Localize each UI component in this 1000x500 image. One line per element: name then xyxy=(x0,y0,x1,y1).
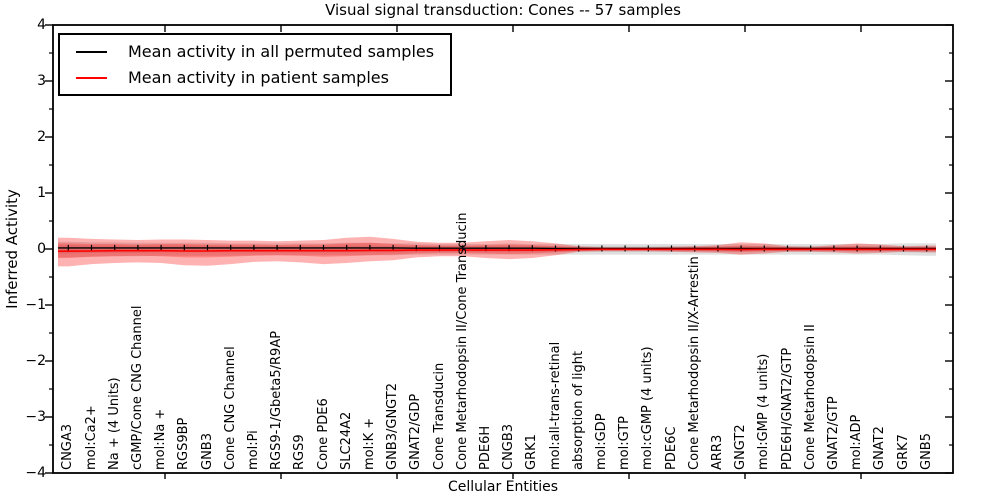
x-tick-label: mol:GMP (4 units) xyxy=(756,353,772,470)
x-tick-label: mol:Na + xyxy=(153,408,169,470)
x-tick-label: Cone PDE6 xyxy=(315,398,331,470)
y-tick-label: 2 xyxy=(37,129,46,145)
x-tick-label: ARR3 xyxy=(709,434,725,470)
x-tick-label: GNAT2/GDP xyxy=(408,393,424,470)
x-tick-label: mol:all-trans-retinal xyxy=(547,341,563,470)
x-tick-label: CNGA3 xyxy=(60,423,76,470)
x-tick-label: Cone CNG Channel xyxy=(222,346,238,470)
x-tick-label: Cone Metarhodopsin II/Cone Transducin xyxy=(454,212,470,471)
y-tick-label: −1 xyxy=(25,297,46,313)
legend-label: Mean activity in all permuted samples xyxy=(128,42,435,61)
y-tick-label: 0 xyxy=(37,241,46,257)
legend-entry-permuted: Mean activity in all permuted samples xyxy=(72,42,434,61)
x-tick-label: Na + (4 Units) xyxy=(106,377,122,470)
x-tick-label: mol:GDP xyxy=(593,413,609,470)
legend-line-patient-icon xyxy=(76,76,107,79)
x-tick-label: mol:Ca2+ xyxy=(83,405,99,470)
legend-entry-patient: Mean activity in patient samples xyxy=(72,68,434,87)
y-tick-label: −3 xyxy=(25,409,46,425)
legend-line-permuted-icon xyxy=(76,50,107,53)
chart-title: Visual signal transduction: Cones -- 57 … xyxy=(325,1,681,19)
x-tick-label: absorption of light xyxy=(570,350,586,470)
x-tick-label: RGS9BP xyxy=(176,417,192,470)
x-tick-label: RGS9-1/Gbeta5/R9AP xyxy=(269,330,285,470)
x-tick-label: CNGB3 xyxy=(501,423,517,470)
legend: Mean activity in all permuted samples Me… xyxy=(58,33,453,96)
x-tick-label: PDE6C xyxy=(663,426,679,470)
y-tick-label: −2 xyxy=(25,353,46,369)
x-tick-label: mol:ADP xyxy=(849,414,865,470)
x-tick-label: Cone Transducin xyxy=(431,362,447,470)
x-tick-label: Cone Metarhodopsin II xyxy=(802,324,818,470)
x-tick-label: mol:GTP xyxy=(617,416,633,470)
x-tick-label: GRK1 xyxy=(524,434,540,470)
x-tick-label: GNB5 xyxy=(918,433,934,470)
x-tick-label: mol:K + xyxy=(361,417,377,470)
y-tick-label: 1 xyxy=(37,185,46,201)
x-tick-label: mol:Pi xyxy=(245,430,261,470)
x-tick-label: GNAT2/GTP xyxy=(825,396,841,470)
x-tick-label: GNB3 xyxy=(199,433,215,470)
x-axis-label: Cellular Entities xyxy=(447,479,559,495)
x-tick-label: GNAT2 xyxy=(872,426,888,470)
x-tick-label: PDE6H xyxy=(477,425,493,470)
x-tick-label: SLC24A2 xyxy=(338,411,354,470)
y-tick-label: −4 xyxy=(25,465,46,481)
x-tick-label: PDE6H/GNAT2/GTP xyxy=(779,347,795,470)
x-tick-label: mol:cGMP (4 units) xyxy=(640,346,656,470)
x-tick-label: cGMP/Cone CNG Channel xyxy=(129,305,145,470)
x-tick-label: GRK7 xyxy=(895,434,911,470)
legend-label: Mean activity in patient samples xyxy=(128,68,389,87)
x-tick-label: GNGT2 xyxy=(733,424,749,470)
y-tick-label: 4 xyxy=(37,17,46,33)
x-tick-label: Cone Metarhodopsin II/X-Arrestin xyxy=(686,256,702,470)
x-tick-label: GNB3/GNGT2 xyxy=(385,383,401,470)
x-tick-label: RGS9 xyxy=(292,434,308,470)
y-tick-label: 3 xyxy=(37,73,46,89)
